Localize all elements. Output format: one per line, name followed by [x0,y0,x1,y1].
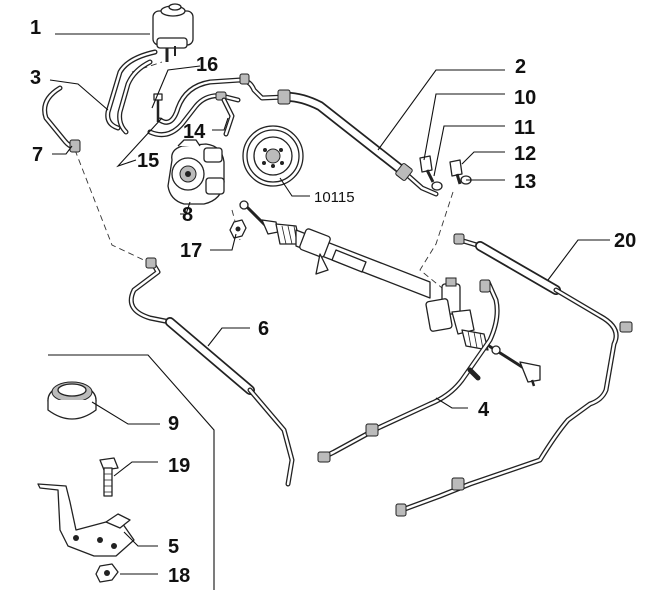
pump-pulley [242,125,304,187]
pressure-hose-2 [277,89,439,197]
callout-16: 16 [196,54,218,76]
hose-7 [42,85,81,153]
callout-15: 15 [137,150,159,172]
callout-8: 8 [182,204,193,226]
fittings-10-13 [419,155,472,191]
callout-10: 10 [514,87,536,109]
bolt-19 [99,457,119,497]
callout-6: 6 [258,318,269,340]
callout-4: 4 [478,399,490,421]
cooler-pipe-20 [395,233,633,517]
pipe-4 [317,279,500,463]
bracket-5 [37,483,135,557]
callout-9: 9 [168,413,179,435]
connector-14 [221,97,235,137]
callout-3: 3 [30,67,41,89]
clamp-ring-9 [47,381,97,420]
callout-17: 17 [180,240,202,262]
callout-labels: 1 2 3 4 5 6 7 8 9 10 11 12 13 14 15 16 1… [30,17,636,587]
nut-17 [229,219,247,239]
reservoir [152,3,194,62]
callout-13: 13 [514,171,536,193]
callout-5: 5 [168,536,179,558]
callout-20: 20 [614,230,636,252]
leader-lines [48,33,610,590]
callout-7: 7 [32,144,43,166]
return-hose-3 [105,49,158,135]
callout-19: 19 [168,455,190,477]
nut-18 [95,563,119,583]
pressure-line-16 [147,73,288,138]
callout-10115: 10115 [314,189,355,206]
return-pipe-6 [128,257,295,487]
callout-2: 2 [515,56,526,78]
callout-1: 1 [30,17,41,39]
power-steering-pump [167,139,225,205]
steering-rack [239,200,541,387]
callout-14: 14 [183,121,206,143]
callout-11: 11 [514,117,535,139]
callout-18: 18 [168,565,190,587]
callout-12: 12 [514,143,536,165]
